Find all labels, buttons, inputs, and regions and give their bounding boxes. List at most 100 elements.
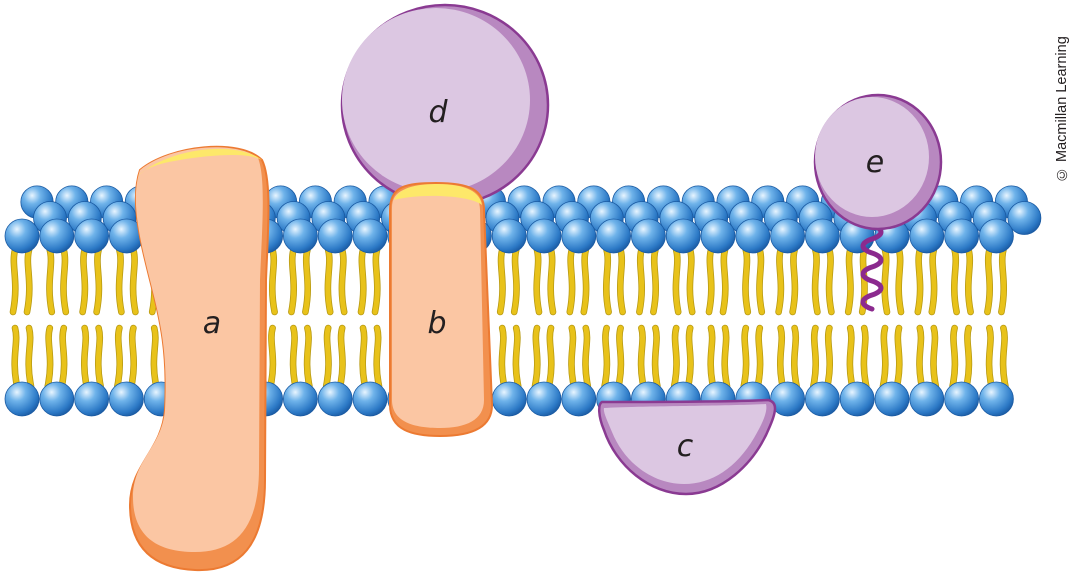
lipid-tail: [824, 325, 833, 389]
lipid-tail: [894, 325, 902, 389]
lipid-tail: [951, 247, 960, 315]
lipid-tail: [603, 247, 612, 315]
lipid-tail: [810, 325, 819, 389]
lipid-head-top: [631, 218, 666, 254]
lipid-head-bottom: [352, 381, 388, 417]
lipid-tail: [743, 247, 751, 315]
lipid-tail: [882, 247, 890, 315]
lipid-head-bottom: [805, 381, 840, 417]
lipid-head-bottom: [909, 381, 945, 417]
lipid-tail: [845, 247, 853, 315]
lipid-tail: [917, 325, 925, 389]
lipid-tail: [776, 247, 784, 315]
lipid-tail: [511, 247, 519, 315]
lipid-tail: [534, 247, 542, 315]
lipid-head-top: [596, 218, 631, 254]
lipid-tail: [10, 247, 18, 315]
lipid-tail: [602, 325, 610, 389]
protein-e-label: e: [866, 145, 884, 180]
lipid-head-bottom: [282, 381, 318, 417]
lipid-tail: [791, 325, 800, 389]
lipid-tail: [548, 247, 556, 315]
lipid-tail: [720, 247, 728, 315]
lipid-head-bottom: [839, 381, 875, 417]
lipid-tail: [617, 247, 626, 315]
lipid-tail: [61, 247, 69, 315]
lipid-head-bottom: [944, 381, 979, 417]
lipid-head-back: [1007, 201, 1042, 235]
lipid-tail: [128, 325, 137, 389]
lipid-tail: [497, 247, 505, 315]
lipid-tail: [304, 325, 312, 389]
lipid-tail: [325, 247, 333, 315]
lipid-tail: [116, 247, 124, 315]
lipid-tail: [499, 325, 507, 389]
lipid-tail: [984, 247, 993, 315]
lipid-head-bottom: [74, 381, 109, 417]
lipid-head-top: [74, 218, 109, 254]
lipid-head-top: [665, 218, 701, 254]
lipid-tail: [706, 247, 714, 315]
lipid-tail: [268, 325, 276, 389]
lipid-head-top: [805, 218, 840, 254]
lipid-tail: [1000, 325, 1008, 389]
lipid-tail: [826, 247, 834, 315]
lipid-anchor: [860, 222, 884, 312]
lipid-tail: [59, 325, 67, 389]
protein-b-label: b: [427, 306, 446, 341]
lipid-tail: [130, 247, 138, 315]
lipid-tail: [26, 325, 34, 389]
lipid-tail: [372, 247, 380, 315]
lipid-head-bottom: [39, 381, 75, 417]
lipid-tail: [583, 325, 591, 389]
lipid-tail: [45, 325, 53, 389]
lipid-tail: [339, 247, 347, 315]
lipid-tail: [638, 325, 646, 389]
peripheral-protein-d: [340, 3, 550, 207]
lipid-tail: [755, 325, 763, 389]
lipid-tail: [777, 325, 786, 389]
lipid-tail: [673, 247, 681, 315]
lipid-tail: [288, 247, 297, 315]
lipid-head-top: [700, 218, 736, 254]
lipid-tail: [532, 325, 540, 389]
lipid-head-bottom: [491, 381, 527, 417]
lipid-tail: [581, 247, 589, 315]
lipid-head-top: [526, 218, 562, 254]
lipid-tail: [151, 325, 159, 389]
lipid-head-top: [282, 218, 318, 254]
lipid-tail: [847, 325, 855, 389]
lipid-tail: [790, 247, 798, 315]
lipid-tail: [114, 325, 123, 389]
lipid-head-top: [735, 218, 771, 254]
lipid-head-top: [491, 218, 527, 254]
protein-c-body: [603, 404, 767, 484]
lipid-head-top: [352, 218, 388, 254]
lipid-tail: [685, 325, 693, 389]
lipid-head-bottom: [770, 381, 805, 417]
lipid-tail: [986, 325, 994, 389]
lipid-head-top: [979, 218, 1014, 254]
integral-protein-a: [128, 145, 270, 572]
lipid-tail: [915, 247, 923, 315]
lipid-tail: [636, 247, 645, 315]
lipid-tail: [861, 325, 869, 389]
lipid-tail: [302, 247, 311, 315]
lipid-tail: [323, 325, 331, 389]
lipid-tail: [687, 247, 695, 315]
lipid-tail: [896, 247, 904, 315]
lipid-head-bottom: [979, 381, 1014, 417]
lipid-tail: [24, 247, 32, 315]
protein-b-body: [392, 186, 484, 428]
lipid-tail: [374, 325, 382, 389]
lipid-tail: [671, 325, 679, 389]
lipid-tail: [757, 247, 765, 315]
peripheral-protein-c: [598, 398, 777, 496]
lipid-head-top: [561, 218, 597, 254]
lipid-tail: [269, 247, 278, 315]
copyright-credit: © Macmillan Learning: [1054, 36, 1070, 182]
lipid-tail: [964, 325, 972, 389]
lipid-tail: [616, 325, 624, 389]
lipid-tail: [513, 325, 521, 389]
